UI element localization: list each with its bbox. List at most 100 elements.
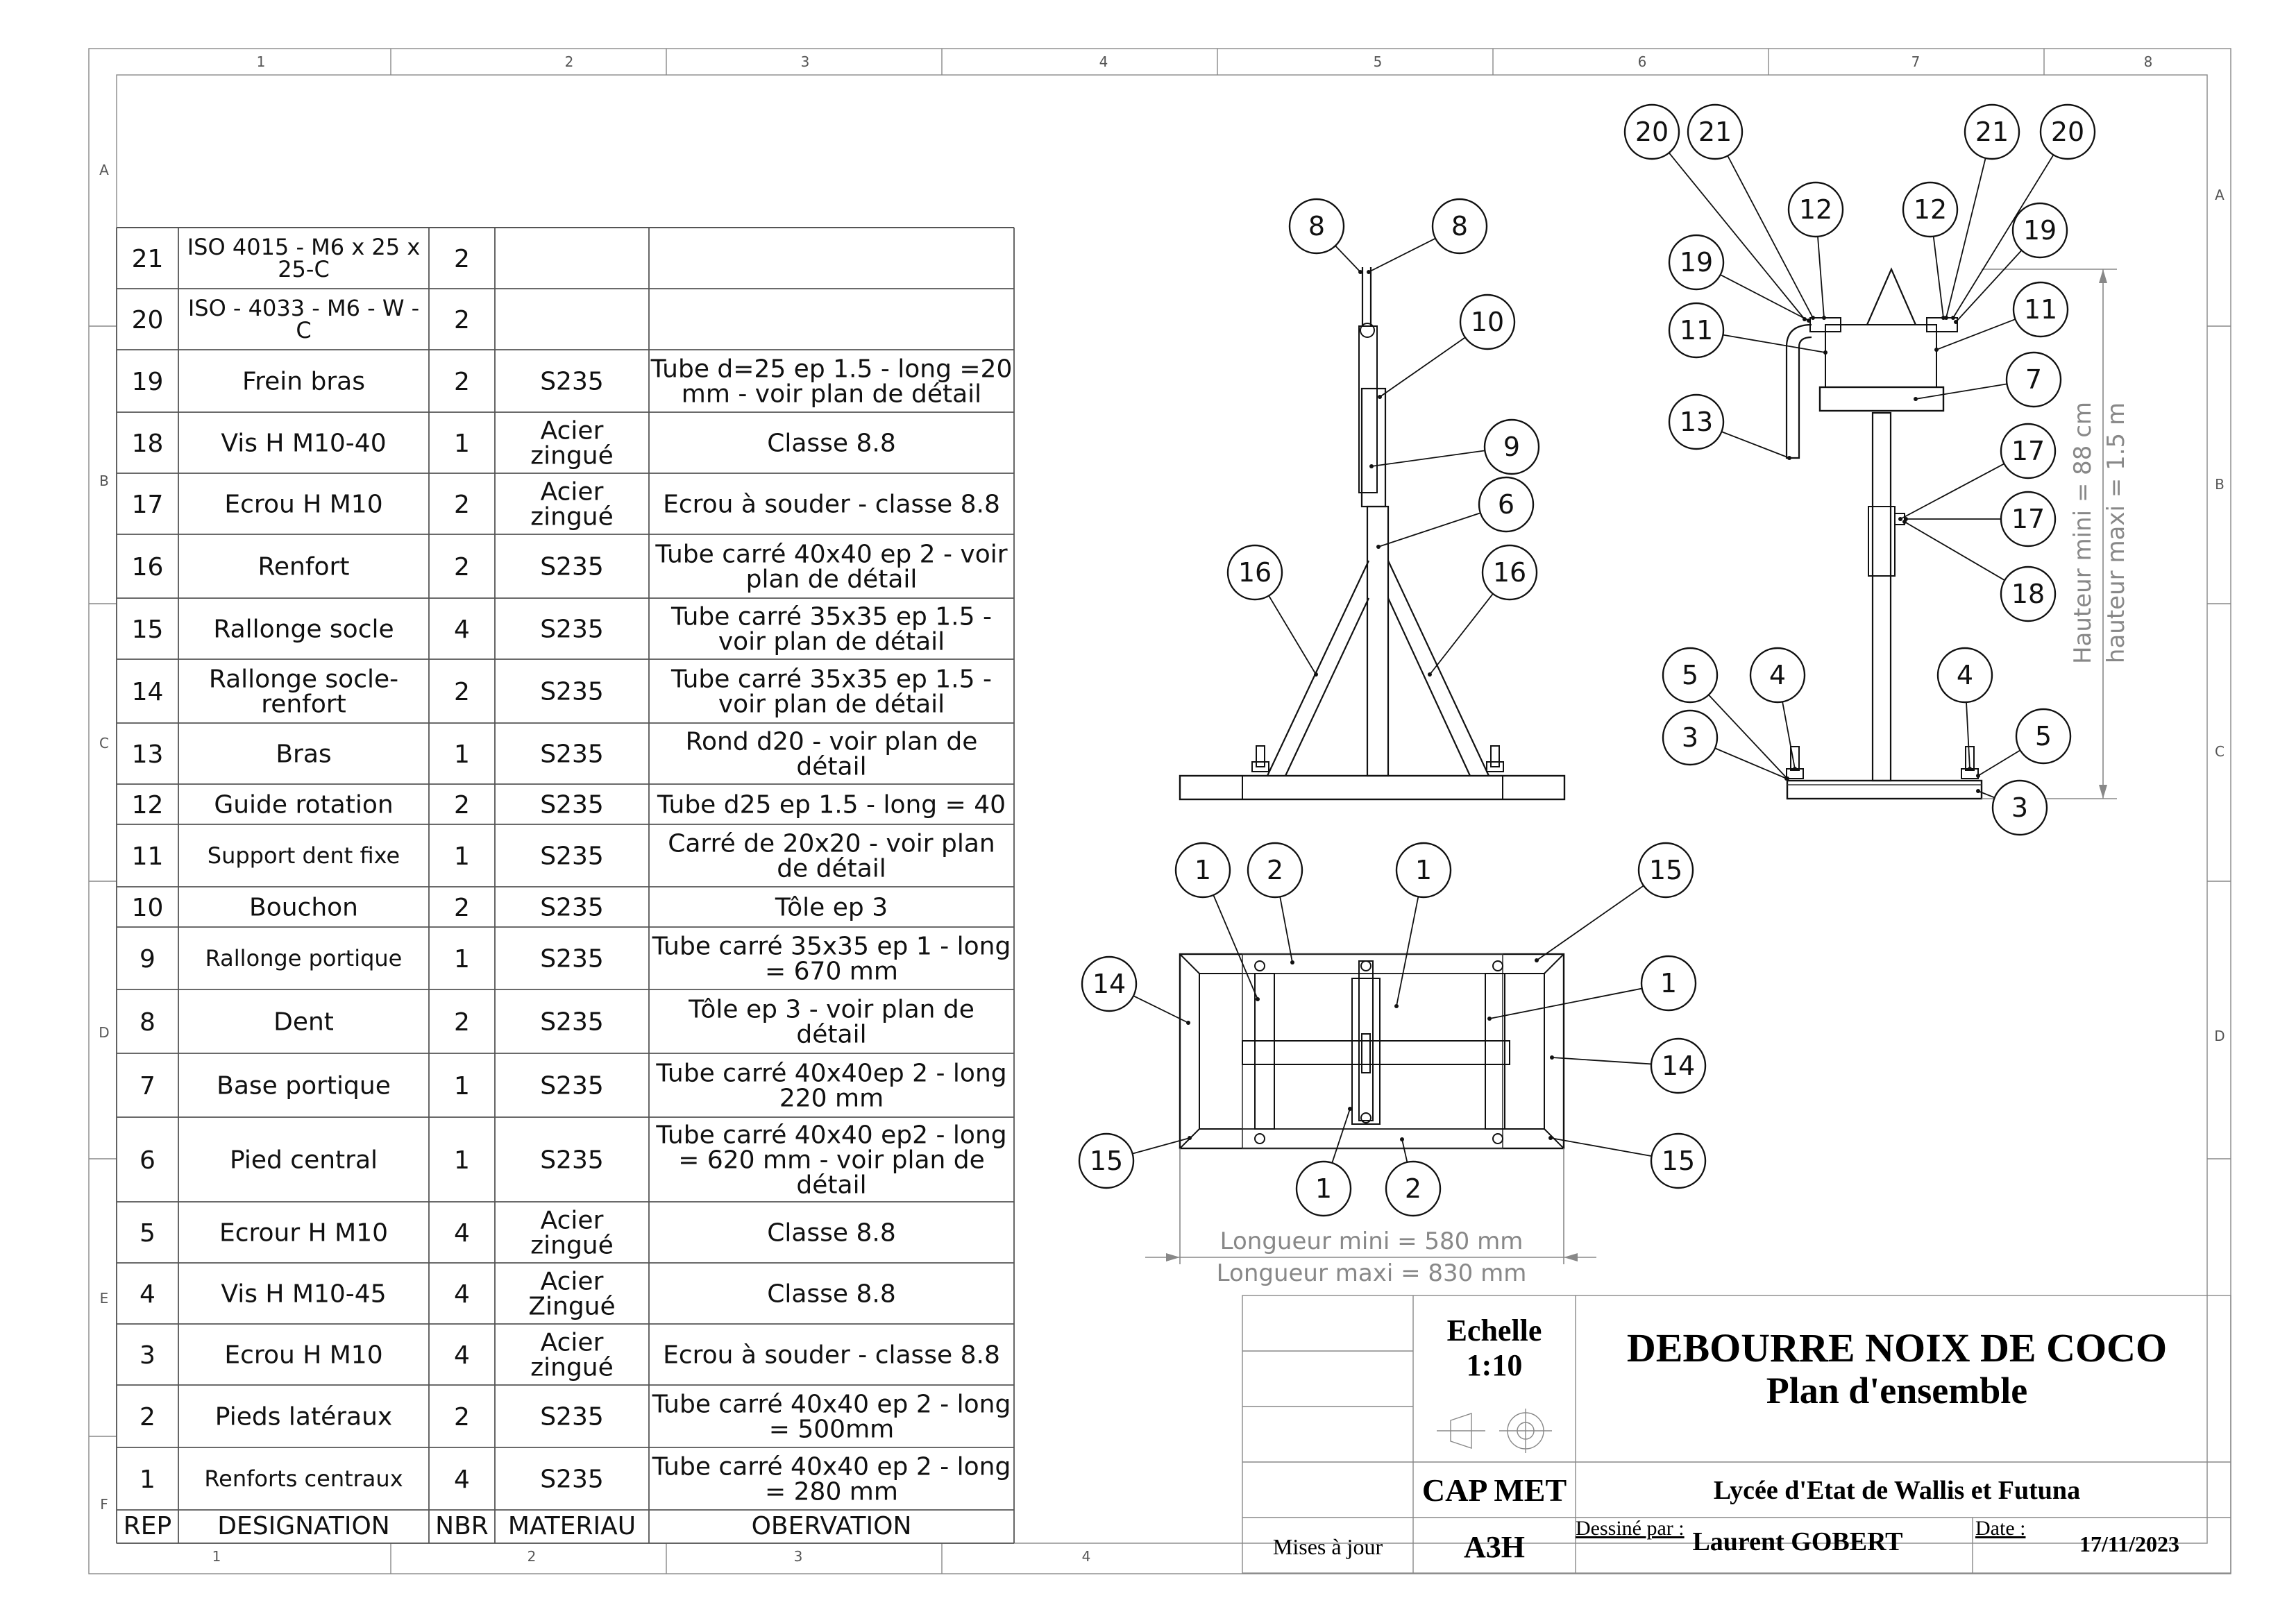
bom-observation-cell: Tôle ep 3 - voir plan de [688, 996, 974, 1024]
balloon-leader [1952, 154, 2054, 318]
bom-rep-cell: 4 [140, 1280, 155, 1309]
leader-dot [1256, 997, 1260, 1001]
bom-observation-cell: voir plan de détail [718, 628, 945, 656]
bom-observation-cell: Classe 8.8 [767, 1219, 896, 1248]
zone-col-label: 4 [1099, 53, 1108, 70]
bom-material-cell: S235 [540, 945, 604, 974]
balloon-circle [1668, 302, 1725, 359]
balloon-number: 16 [1493, 557, 1526, 588]
balloon-number: 7 [2025, 364, 2042, 395]
leader-dot [1787, 456, 1791, 460]
leader-dot [1548, 1136, 1553, 1140]
leader-dot [1369, 464, 1374, 468]
balloon-circle [1483, 418, 1540, 475]
bom-observation-cell: Tube d=25 ep 1.5 - long =20 [650, 355, 1013, 384]
balloon-number: 21 [1698, 117, 1732, 147]
balloon-number: 21 [1975, 117, 2009, 147]
bom-observation-cell: Classe 8.8 [767, 430, 896, 458]
balloon-number: 12 [1799, 194, 1832, 225]
bom-observation-cell: Tube d25 ep 1.5 - long = 40 [657, 791, 1006, 819]
balloon-number: 13 [1680, 407, 1713, 437]
bom-material-cell: Acier [541, 1329, 604, 1357]
scale-value: 1:10 [1467, 1348, 1523, 1382]
balloon-number: 20 [2051, 117, 2084, 147]
balloon-circle [1668, 393, 1725, 450]
balloon-circle [1991, 779, 2048, 836]
balloon-circle [1964, 103, 2020, 160]
bom-designation-cell: Vis H M10-40 [221, 430, 386, 458]
zone-row-label: D [2214, 1028, 2225, 1044]
bom-rep-cell: 15 [132, 615, 164, 644]
zone-col-label: 8 [2144, 53, 2153, 70]
length-maxi-dimension: Longueur maxi = 830 mm [1217, 1259, 1527, 1287]
bom-quantity-cell: 1 [454, 740, 470, 769]
balloon-circle [1385, 1160, 1442, 1217]
bom-rep-cell: 8 [140, 1008, 155, 1037]
zone-row-label: E [100, 1290, 109, 1307]
bom-material-cell: Acier [541, 478, 604, 507]
bom-designation-cell: ISO - 4033 - M6 - W - [188, 295, 419, 321]
bom-observation-cell: = 280 mm [765, 1478, 898, 1506]
leader-dot [1941, 316, 1945, 320]
bom-quantity-cell: 2 [454, 553, 470, 581]
balloon-leader [1133, 995, 1189, 1023]
bom-rep-cell: 10 [132, 894, 164, 922]
bom-designation-cell: Guide rotation [214, 791, 393, 819]
balloon-number: 15 [1090, 1146, 1123, 1176]
balloon-leader [1371, 450, 1485, 467]
bom-observation-cell: Tube carré 35x35 ep 1.5 - [670, 603, 992, 631]
zone-col-label: 1 [212, 1548, 221, 1565]
leader-dot [1186, 1021, 1190, 1025]
bom-rep-cell: 7 [140, 1072, 155, 1101]
bom-observation-cell: = 620 mm - voir plan de [678, 1146, 985, 1175]
height-mini-dimension: Hauteur mini = 88 cm [2069, 402, 2097, 664]
bom-rep-cell: 11 [132, 842, 164, 871]
bom-rep-cell: 6 [140, 1146, 155, 1175]
leader-dot [1811, 316, 1815, 320]
balloon-number: 8 [1451, 211, 1468, 241]
balloon-leader [1727, 155, 1814, 318]
balloon-number: 8 [1308, 211, 1325, 241]
balloon-leader [1331, 1108, 1351, 1164]
balloon-leader [1723, 334, 1826, 353]
bom-rep-cell: 9 [140, 945, 155, 974]
leader-dot [1550, 1055, 1554, 1060]
balloon-circle [1902, 181, 1959, 238]
leader-dot [1968, 767, 1972, 771]
bom-material-cell: zingué [530, 1354, 614, 1382]
bom-observation-cell: mm - voir plan de détail [682, 380, 981, 409]
balloon-number: 1 [1660, 968, 1677, 999]
balloon-leader [1550, 1137, 1652, 1157]
balloon-number: 12 [1914, 194, 1947, 225]
balloon-number: 1 [1315, 1173, 1332, 1204]
balloon-number: 5 [2035, 721, 2052, 751]
balloon-number: 1 [1195, 855, 1211, 885]
bom-quantity-cell: 1 [454, 842, 470, 871]
bom-header-materiau: MATERIAU [508, 1512, 636, 1540]
bom-observation-cell: de détail [777, 855, 886, 883]
bom-designation-cell: Support dent fixe [208, 842, 400, 869]
balloon-leader [1915, 383, 2007, 400]
bom-quantity-cell: 2 [454, 306, 470, 334]
balloon-number: 11 [1680, 315, 1713, 346]
bom-rep-cell: 5 [140, 1219, 155, 1248]
bom-observation-cell: Rond d20 - voir plan de [686, 728, 978, 756]
balloon-leader [1213, 894, 1258, 1000]
balloon-circle [1459, 294, 1516, 350]
sheet-format: A3H [1464, 1530, 1525, 1564]
balloon-circle [1662, 709, 1719, 766]
balloon-circle [1623, 103, 1680, 160]
bom-designation-cell: Dent [273, 1008, 334, 1037]
balloon-leader [1904, 521, 2005, 581]
balloon-circle [2039, 103, 2096, 160]
zone-row-label: B [2215, 476, 2225, 493]
balloon-circle [2000, 423, 2057, 479]
leader-dot [1784, 776, 1789, 781]
balloon-leader [1536, 885, 1644, 961]
balloon-leader [1714, 747, 1787, 779]
balloon-circle [1288, 198, 1345, 255]
balloon-leader [1268, 595, 1317, 675]
drawing-title: DEBOURRE NOIX DE COCO [1627, 1325, 2167, 1370]
balloon-number: 4 [1957, 660, 1973, 690]
bom-rep-cell: 2 [140, 1403, 155, 1431]
